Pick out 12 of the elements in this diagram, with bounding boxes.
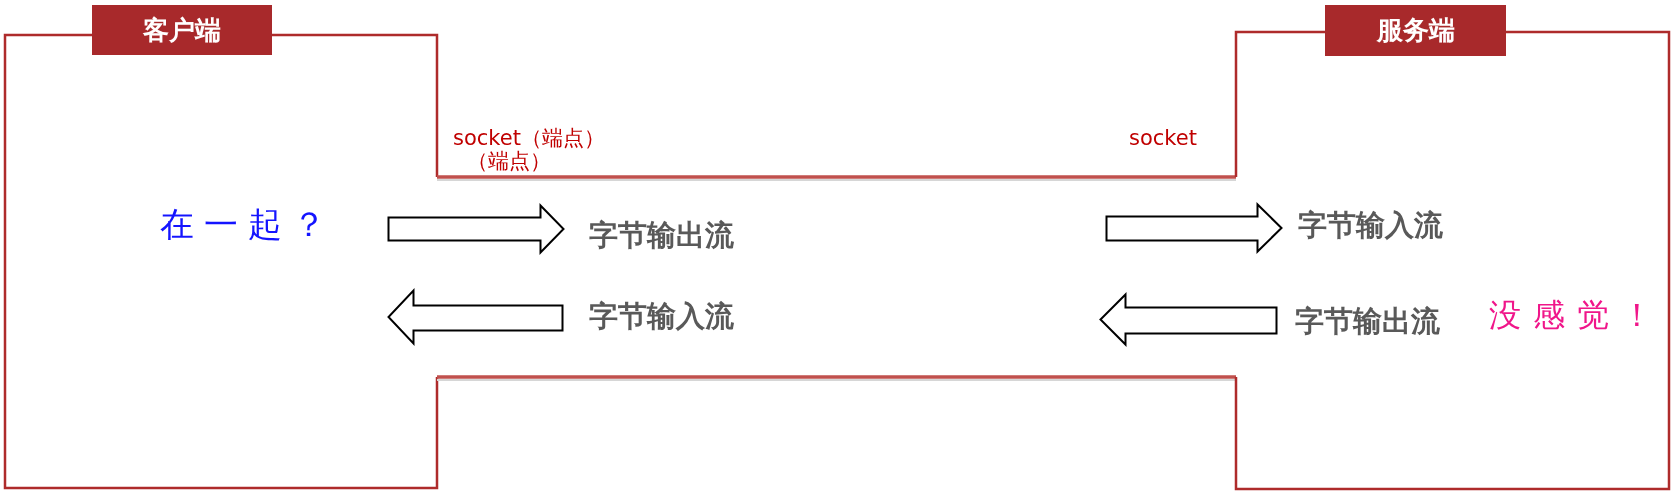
stream-label: 字节输出流	[589, 220, 734, 252]
socket-label: socket	[1129, 127, 1197, 151]
remark-text: 没感觉！	[1489, 298, 1665, 334]
endpoint-label: （端点）	[467, 150, 551, 174]
title-tab: 服务端	[1325, 5, 1506, 56]
stream-label: 字节输入流	[589, 301, 734, 333]
socket-label: socket（端点）	[453, 127, 605, 150]
pipe-channel	[437, 174, 1236, 381]
stream-label: 字节输入流	[1298, 210, 1443, 242]
stream-label: 字节输出流	[1295, 306, 1440, 338]
title-tab: 客户端	[92, 5, 272, 55]
question-text: 在一起？	[160, 206, 336, 244]
